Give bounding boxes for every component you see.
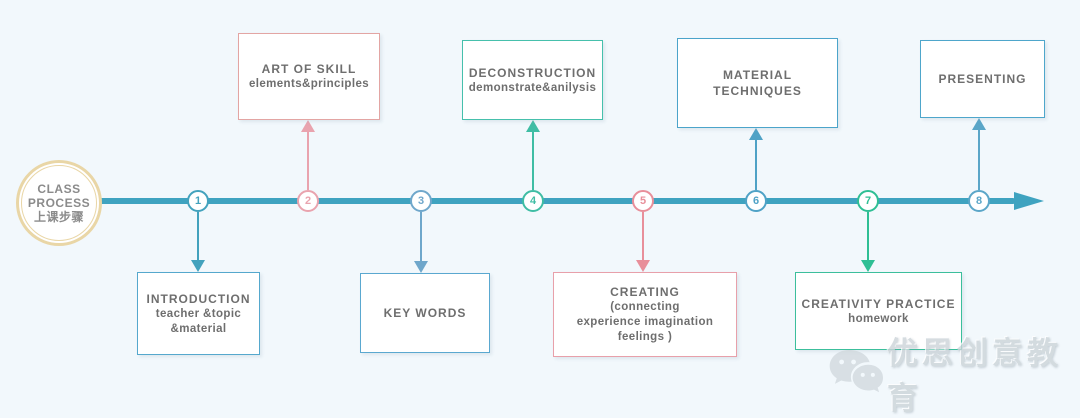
step-title: ART OF SKILL — [261, 62, 357, 76]
arrow-down-icon — [191, 260, 205, 272]
connector-line — [420, 212, 422, 262]
step-title: PRESENTING — [938, 72, 1027, 86]
step-title: KEY WORDS — [383, 306, 467, 320]
connector-line — [307, 132, 309, 190]
step-subtitle: homework — [848, 312, 909, 325]
connector-line — [755, 140, 757, 190]
step-subtitle: demonstrate&anilysis — [468, 81, 597, 94]
arrow-up-icon — [526, 120, 540, 132]
connector-line — [532, 132, 534, 190]
start-node-label-line3: 上课步骤 — [33, 210, 84, 224]
class-process-diagram: CLASS PROCESS 上课步骤 1 INTRODUCTION teache… — [16, 33, 1058, 416]
arrow-down-icon — [636, 260, 650, 272]
step-box: CREATING (connecting experience imaginat… — [553, 272, 737, 357]
timeline-arrowhead-icon — [1014, 192, 1044, 210]
watermark-text: 优思创意教育 — [886, 336, 1062, 416]
start-node-label-line1: CLASS — [37, 182, 81, 196]
watermark: 优思创意教育 — [826, 328, 1080, 418]
step-box: PRESENTING — [920, 40, 1045, 118]
step-subtitle: (connecting experience imagination feeli… — [576, 301, 714, 343]
step-box: INTRODUCTION teacher &topic &material — [137, 272, 260, 355]
arrow-up-icon — [301, 120, 315, 132]
connector-line — [978, 130, 980, 190]
step-title: CREATIVITY PRACTICE — [801, 296, 956, 311]
start-node: CLASS PROCESS 上课步骤 — [16, 160, 102, 246]
step-subtitle: teacher &topic &material — [155, 307, 242, 335]
arrow-up-icon — [749, 128, 763, 140]
wechat-icon — [829, 350, 883, 393]
timeline-line — [96, 198, 1016, 204]
connector-line — [867, 212, 869, 261]
step-subtitle: elements&principles — [248, 78, 370, 90]
step-box: KEY WORDS — [360, 273, 490, 353]
connector-line — [197, 212, 199, 262]
step-box: DECONSTRUCTION demonstrate&anilysis — [462, 40, 603, 120]
step-title: CREATING — [610, 285, 680, 299]
connector-line — [642, 212, 644, 261]
step-title: INTRODUCTION — [146, 291, 251, 306]
step-box: ART OF SKILL elements&principles — [238, 33, 380, 120]
arrow-down-icon — [861, 260, 875, 272]
step-title: DECONSTRUCTION — [468, 65, 597, 80]
start-node-label-line2: PROCESS — [27, 196, 91, 210]
arrow-up-icon — [972, 118, 986, 130]
arrow-down-icon — [414, 261, 428, 273]
step-box: MATERIAL TECHNIQUES — [677, 38, 838, 128]
step-title: MATERIAL TECHNIQUES — [713, 68, 802, 98]
